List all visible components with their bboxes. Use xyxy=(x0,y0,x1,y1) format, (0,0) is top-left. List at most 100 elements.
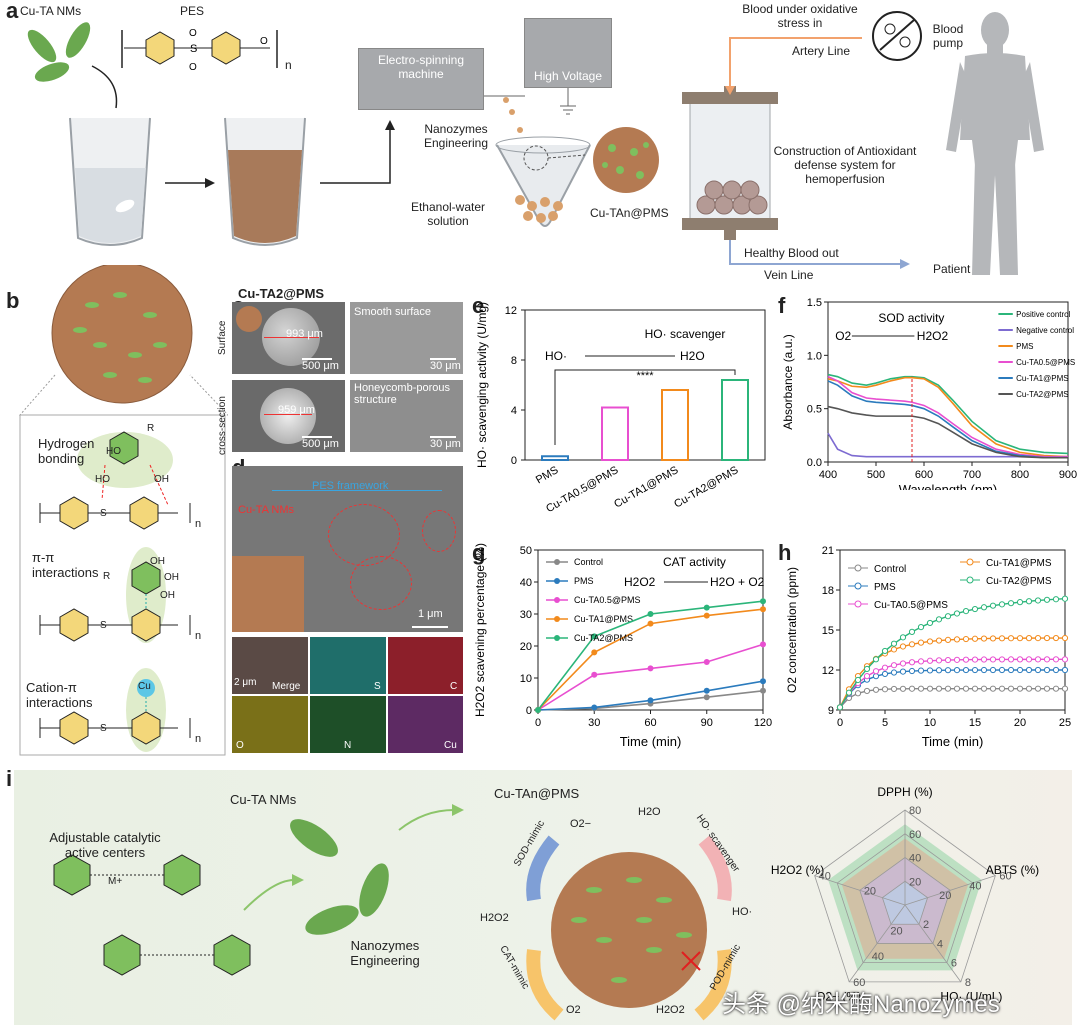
data-point xyxy=(703,659,710,665)
data-point xyxy=(1007,600,1015,607)
data-point xyxy=(1016,599,1024,606)
radar-tick-label: 8 xyxy=(965,977,971,989)
radar-spoke xyxy=(904,904,962,983)
data-point xyxy=(854,690,862,697)
data-point xyxy=(1016,685,1024,692)
electrospinning-label: Electro-spinning machine xyxy=(377,53,465,81)
legend-label: Positive control xyxy=(1016,310,1070,319)
y-tick-label: 10 xyxy=(520,673,532,685)
legend-marker xyxy=(966,576,974,584)
legend-label: Control xyxy=(874,564,906,575)
data-point xyxy=(1052,634,1060,642)
data-point xyxy=(1052,666,1060,674)
panel-letter-e: e xyxy=(472,293,485,318)
plot-frame xyxy=(537,549,764,711)
plot-frame xyxy=(827,301,1069,463)
radar-axis-label: ABTS (%) xyxy=(986,863,1039,877)
data-point xyxy=(908,685,916,692)
oh-label-6: OH xyxy=(160,590,175,601)
radar-axis-label: DPPH (%) xyxy=(877,785,932,799)
data-point xyxy=(998,601,1006,608)
eds-label-n: N xyxy=(344,740,352,751)
radar-spoke xyxy=(814,875,906,906)
s-label-2: S xyxy=(100,620,107,631)
data-point xyxy=(1061,666,1069,674)
x-tick-label: 500 xyxy=(867,469,885,481)
data-point xyxy=(591,633,598,640)
y-axis-label: O2 concentration (ppm) xyxy=(785,567,799,693)
pes-framework-label: PES framework xyxy=(312,480,389,492)
annotation: SOD activity xyxy=(878,311,944,325)
panel-letter-f: f xyxy=(778,293,786,318)
data-point xyxy=(917,624,925,631)
radar-tick-label: 4 xyxy=(937,938,943,950)
series-line xyxy=(827,405,1068,459)
data-point xyxy=(863,673,871,680)
y-tick-label: 0 xyxy=(526,705,532,717)
data-point xyxy=(962,685,970,692)
y-tick-label: 1.5 xyxy=(807,297,822,309)
oh-label-1: HO xyxy=(106,446,121,457)
eds-label-cu: Cu xyxy=(444,740,457,751)
data-point xyxy=(1016,635,1024,642)
healthy-blood-label: Healthy Blood out xyxy=(744,246,839,260)
data-point xyxy=(1025,685,1033,692)
cu-tan-pms-label-i: Cu-TAn@PMS xyxy=(494,786,580,801)
nanozymes-engineering-label: Nanozymes Engineering xyxy=(423,122,489,150)
data-point xyxy=(760,606,766,613)
pes-repeat-n: n xyxy=(285,58,292,72)
scale-label-3: 30 μm xyxy=(430,360,461,372)
svg-text:O: O xyxy=(189,28,197,39)
n-label-3: n xyxy=(195,733,202,745)
sem-pes-framework: PES framework Cu-TA NMs 1 μm xyxy=(232,466,463,632)
data-point xyxy=(908,659,916,666)
diameter-label-2: 959 μm xyxy=(278,404,315,416)
x-tick-label: 0 xyxy=(535,717,541,729)
radar-grid-ring xyxy=(859,857,951,944)
reaction-right: H2O xyxy=(680,349,705,363)
eds-label-o: O xyxy=(236,740,244,751)
pes-label: PES xyxy=(180,4,205,18)
ho-radical-label: HO· xyxy=(732,906,753,918)
high-voltage-box: High Voltage xyxy=(524,18,612,88)
x-tick-label: 120 xyxy=(754,717,772,729)
electrospinning-machine: Electro-spinning machine xyxy=(358,48,484,110)
data-point xyxy=(881,686,889,693)
eds-label-c: C xyxy=(450,681,458,692)
data-point xyxy=(962,666,970,674)
data-point xyxy=(908,667,916,675)
construction-label: Construction of Antioxidant defense syst… xyxy=(773,144,917,186)
y-tick-label: 50 xyxy=(520,545,532,557)
y-tick-label: 12 xyxy=(822,665,834,677)
pms-bead-3d xyxy=(52,265,192,403)
radar-tick-label: 40 xyxy=(909,853,921,865)
radar-tick-label: 40 xyxy=(969,880,981,892)
data-point xyxy=(872,668,880,675)
legend-marker xyxy=(554,597,560,603)
panel-a-illustration: S O O O xyxy=(27,11,1044,275)
y-tick-label: 0.0 xyxy=(807,457,822,469)
series-line xyxy=(827,432,1068,458)
radar-spoke xyxy=(848,904,906,983)
plot-frame xyxy=(524,309,766,461)
data-point xyxy=(899,660,907,667)
legend-label: PMS xyxy=(874,582,896,593)
x-axis-label: Wavelength (nm) xyxy=(899,482,998,490)
data-point xyxy=(1043,666,1051,674)
x-axis-label: Time (min) xyxy=(922,734,984,749)
data-point xyxy=(926,619,934,627)
radar-axis-label: H2O2 (%) xyxy=(771,863,824,877)
legend-label: Cu-TA2@PMS xyxy=(1016,390,1068,399)
x-tick-label: 25 xyxy=(1059,717,1071,729)
sem-cross-low: 959 μm 500 μm xyxy=(232,380,345,452)
data-point xyxy=(917,658,925,665)
data-point xyxy=(989,656,997,663)
data-point xyxy=(926,667,934,674)
series-line xyxy=(827,373,1069,455)
reaction-right: H2O + O2 xyxy=(710,575,765,589)
y-tick-label: 15 xyxy=(822,625,834,637)
y-tick-label: 18 xyxy=(822,585,834,597)
data-point xyxy=(845,689,853,696)
n-label-1: n xyxy=(195,518,202,530)
data-point xyxy=(1007,685,1015,692)
